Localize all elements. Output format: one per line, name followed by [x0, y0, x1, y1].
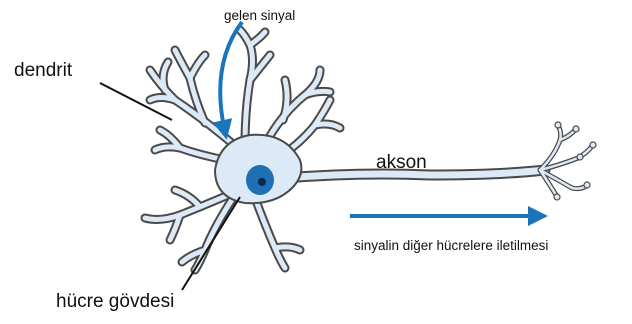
cell-body-label: hücre gövdesi	[56, 291, 174, 312]
incoming-signal-label: gelen sinyal	[224, 8, 295, 23]
incoming-signal-arrow	[220, 22, 242, 132]
nucleolus	[258, 178, 266, 186]
axon-label: akson	[376, 152, 427, 173]
transmission-label: sinyalin diğer hücrelere iletilmesi	[354, 238, 548, 253]
dendrite-label: dendrit	[14, 60, 73, 81]
axon-shape	[285, 122, 596, 200]
